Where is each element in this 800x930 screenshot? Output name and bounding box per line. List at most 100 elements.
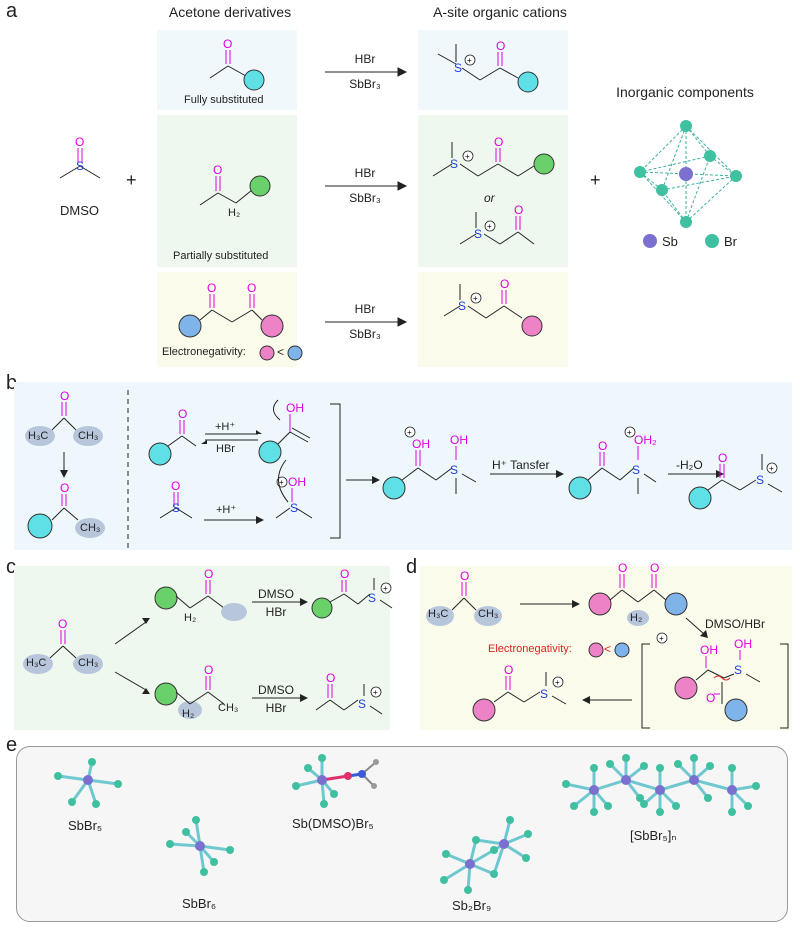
reagent-sbbr3-2: SbBr₃ xyxy=(349,191,381,205)
header-a-site-cations: A-site organic cations xyxy=(433,4,567,20)
svg-text:O: O xyxy=(500,277,509,291)
svg-text:S: S xyxy=(290,501,298,515)
label-sbbr5: SbBr₅ xyxy=(68,818,103,833)
reagent-sbbr3-3: SbBr₃ xyxy=(349,327,381,341)
svg-text:O: O xyxy=(618,561,627,575)
c-ch3-label-2: CH₃ xyxy=(218,702,239,714)
svg-text:OH: OH xyxy=(700,643,718,657)
svg-text:S: S xyxy=(454,61,462,75)
b-hbr-label: HBr xyxy=(216,443,235,455)
header-acetone-derivatives: Acetone derivatives xyxy=(168,4,292,20)
box-cation-fully xyxy=(418,30,568,110)
legend-sb-label: Sb xyxy=(662,234,678,249)
panel-c-background xyxy=(14,566,390,730)
diketone-molecule: O O xyxy=(178,281,284,338)
panel-e-drawing xyxy=(54,754,760,894)
panel-label-d: d xyxy=(406,556,418,578)
svg-text:S: S xyxy=(76,159,84,173)
partially-substituted-label: Partially substituted xyxy=(173,250,269,262)
d-ch3-label: CH₃ xyxy=(478,608,499,620)
svg-text:O: O xyxy=(460,569,469,583)
b-plus-h-label: +H⁺ xyxy=(215,421,236,433)
svg-text:+: + xyxy=(373,688,378,697)
label-sb-dmso-br5: Sb(DMSO)Br₅ xyxy=(292,816,374,831)
b-minus-h2o-label: -H₂O xyxy=(676,458,703,472)
panel-a-drawing: S O O O H₂ O O xyxy=(59,37,742,361)
box-fully-substituted xyxy=(157,30,297,110)
d-less-than: < xyxy=(604,642,612,656)
svg-text:O: O xyxy=(340,567,349,581)
svg-text:O: O xyxy=(207,281,216,295)
svg-text:S: S xyxy=(458,299,466,313)
svg-text:OH: OH xyxy=(734,637,752,651)
panel-c-drawing: O O O S + O O S + xyxy=(23,567,393,719)
sbbr6-octahedron xyxy=(639,125,737,223)
svg-text:OH: OH xyxy=(450,433,468,447)
c-dmso-2: DMSO xyxy=(258,683,294,697)
c-ch3-label: CH₃ xyxy=(78,657,99,669)
panel-label-a: a xyxy=(6,0,18,22)
svg-text:H₂: H₂ xyxy=(228,207,240,219)
sbbr5-chain-atoms xyxy=(562,754,760,816)
svg-text:O: O xyxy=(514,203,523,217)
panel-label-b: b xyxy=(6,372,18,394)
box-partially-substituted xyxy=(157,115,297,267)
dmso-molecule: S O xyxy=(59,135,101,179)
label-sb2br9: Sb₂Br₉ xyxy=(452,898,492,913)
d-dmso-hbr-label: DMSO/HBr xyxy=(705,617,765,631)
svg-text:S: S xyxy=(368,591,376,605)
svg-text:S: S xyxy=(474,227,482,241)
header-inorganic-components: Inorganic components xyxy=(616,84,754,100)
svg-text:S: S xyxy=(450,157,458,171)
svg-text:S: S xyxy=(540,687,548,701)
svg-text:O: O xyxy=(496,39,505,53)
svg-text:S: S xyxy=(756,473,764,487)
reagent-hbr-2: HBr xyxy=(354,166,376,180)
less-than: < xyxy=(277,345,285,359)
svg-text:+: + xyxy=(279,478,284,487)
sb2br9-structure xyxy=(440,816,532,894)
c-hbr-1: HBr xyxy=(265,605,287,619)
svg-text:O: O xyxy=(75,135,84,149)
b-h3c-label: H₃C xyxy=(28,430,49,442)
b-h-transfer-label: H⁺ Tansfer xyxy=(492,458,550,472)
svg-text:O: O xyxy=(58,617,67,631)
svg-text:O: O xyxy=(494,135,503,149)
d-h3c-label: H₃C xyxy=(428,608,449,620)
c-h3c-label: H₃C xyxy=(26,657,47,669)
plus-sign-1: + xyxy=(126,170,137,190)
cation-partially-molecule-1: S O + xyxy=(432,135,555,177)
svg-text:OH: OH xyxy=(288,475,306,489)
svg-text:OH: OH xyxy=(412,437,430,451)
panel-b-background xyxy=(14,382,792,550)
svg-text:S: S xyxy=(358,697,366,711)
svg-text:O: O xyxy=(213,163,222,177)
svg-text:S: S xyxy=(632,463,640,477)
dmso-label: DMSO xyxy=(60,203,99,218)
or-label: or xyxy=(484,191,495,205)
svg-text:O: O xyxy=(718,451,727,465)
svg-text:O: O xyxy=(60,389,69,403)
c-h2-label-1: H₂ xyxy=(184,612,197,624)
svg-text:+: + xyxy=(555,678,560,687)
fully-substituted-label: Fully substituted xyxy=(184,94,264,106)
svg-text:OH: OH xyxy=(286,401,304,415)
box-cation-partially xyxy=(418,115,568,267)
panel-label-c: c xyxy=(6,556,16,578)
svg-text:O: O xyxy=(171,479,180,493)
label-sbbr5-n: [SbBr₅]ₙ xyxy=(630,828,677,843)
panel-b-drawing: O O O OH S O S OH + OH xyxy=(25,389,783,548)
plus-sign-2: + xyxy=(590,170,601,190)
svg-text:S: S xyxy=(450,463,458,477)
svg-text:O: O xyxy=(706,691,715,705)
c-dmso-1: DMSO xyxy=(258,587,294,601)
b-plus-h-label-2: +H⁺ xyxy=(216,504,237,516)
sbbr5-structure xyxy=(54,758,122,808)
svg-text:+: + xyxy=(627,428,632,437)
svg-text:O: O xyxy=(247,281,256,295)
sb-dmso-br5-structure xyxy=(292,754,379,808)
label-sbbr6: SbBr₆ xyxy=(182,896,217,911)
fully-substituted-molecule: O xyxy=(209,37,265,91)
d-electronegativity-label: Electronegativity: xyxy=(488,643,572,655)
electronegativity-label: Electronegativity: xyxy=(162,346,246,358)
